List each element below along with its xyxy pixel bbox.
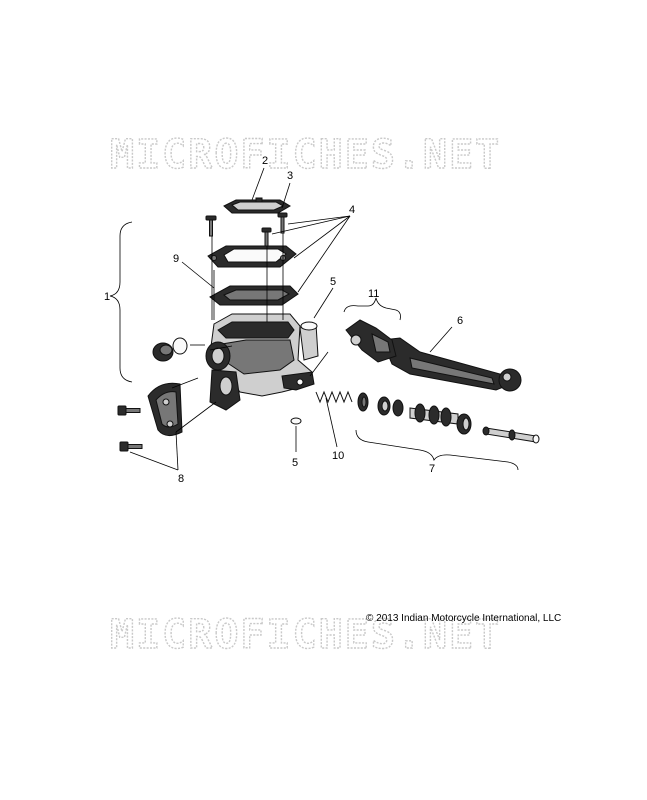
- part-reservoir-cap: [223, 197, 291, 214]
- part-clip: [290, 417, 302, 425]
- leader-lines: [129, 167, 453, 471]
- bracket-piston-kit-7: [355, 429, 519, 471]
- part-sleeve: [299, 321, 319, 361]
- callout-3: 3: [287, 170, 293, 182]
- part-reservoir-cover: [207, 245, 297, 268]
- callout-8: 8: [178, 473, 184, 485]
- part-lever-pivot: [345, 319, 397, 363]
- callout-7: 7: [429, 463, 435, 475]
- watermark-bottom: MICROFICHES.NET: [110, 612, 501, 658]
- part-clamp-bolts: [117, 405, 143, 452]
- part-diaphragm: [209, 285, 299, 306]
- callout-5-upper: 5: [330, 276, 336, 288]
- copyright-notice: © 2013 Indian Motorcycle International, …: [366, 613, 561, 624]
- part-brake-lever: [381, 337, 522, 392]
- callout-5-lower: 5: [292, 457, 298, 469]
- part-piston-kit: [357, 392, 540, 444]
- bracket-assembly-1: [109, 221, 133, 383]
- callout-2: 2: [262, 155, 268, 167]
- callout-9: 9: [173, 253, 179, 265]
- part-spring: [315, 390, 353, 404]
- callout-6: 6: [457, 315, 463, 327]
- callout-11: 11: [368, 288, 379, 300]
- part-handlebar-clamp: [147, 382, 183, 436]
- bracket-lever-assembly-11: [343, 297, 401, 321]
- callout-4: 4: [349, 204, 355, 216]
- part-plug-oring: [152, 337, 188, 362]
- part-cover-screws: [205, 212, 288, 247]
- watermark-top: MICROFICHES.NET: [110, 132, 501, 178]
- callout-1: 1: [104, 291, 110, 303]
- part-master-cylinder-body: [205, 313, 315, 411]
- callout-10: 10: [332, 450, 344, 462]
